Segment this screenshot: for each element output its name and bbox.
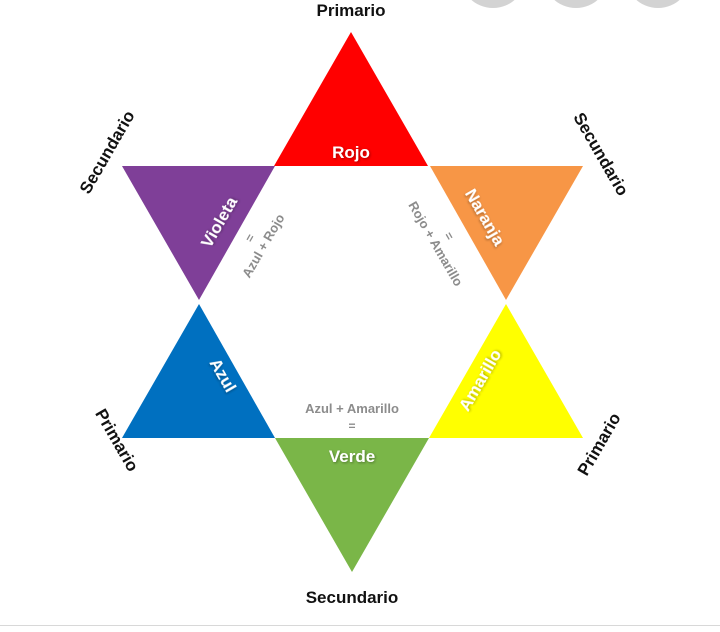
overlay-circle: [460, 0, 526, 8]
position-label-upper-left: Secundario: [76, 107, 139, 197]
triangle-orange: [430, 166, 583, 300]
bottom-divider: [0, 625, 720, 626]
triangle-green: [275, 438, 429, 572]
label-rojo: Rojo: [332, 143, 370, 162]
position-label-bottom: Secundario: [306, 588, 399, 607]
overlay-circle: [543, 0, 609, 8]
triangle-yellow: [429, 304, 583, 438]
position-label-top: Primario: [317, 1, 386, 20]
triangle-violet: [122, 166, 275, 300]
mix-green-equals: =: [348, 419, 355, 433]
mix-green-formula: Azul + Amarillo: [305, 401, 399, 416]
position-label-upper-right: Secundario: [569, 109, 632, 199]
triangle-red: [274, 32, 428, 166]
overlay-circle: [625, 0, 691, 8]
label-verde: Verde: [329, 447, 375, 466]
position-label-lower-left: Primario: [91, 406, 142, 475]
triangle-blue: [122, 304, 275, 438]
position-label-lower-right: Primario: [574, 410, 625, 479]
mix-violet-formula: Azul + Rojo: [239, 211, 288, 280]
